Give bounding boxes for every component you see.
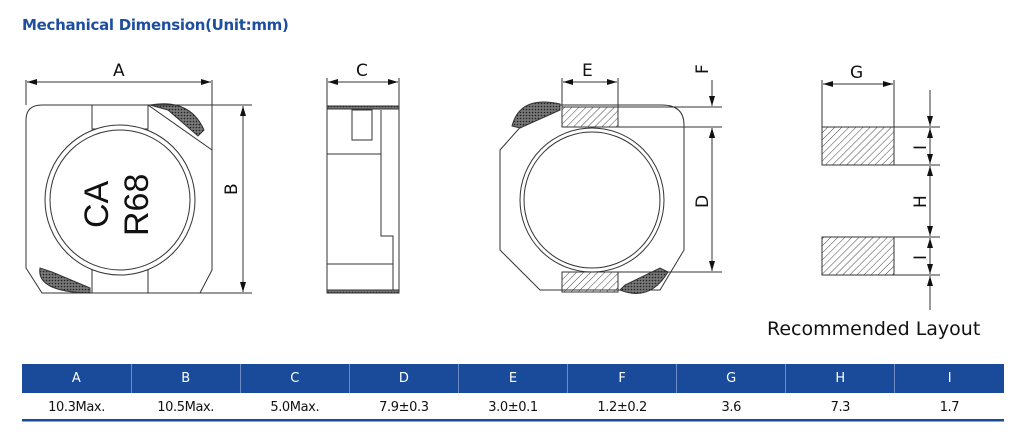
header-h: H <box>785 364 895 393</box>
value-i: 1.7 <box>939 400 960 415</box>
dim-label-a: A <box>113 61 125 81</box>
header-a: A <box>22 364 132 393</box>
header-e: E <box>457 364 568 393</box>
part-marking-line1: CA <box>78 180 116 228</box>
dim-label-f: F <box>693 64 713 74</box>
layout-caption: Recommended Layout <box>767 318 980 340</box>
value-e: 3.0±0.1 <box>488 400 538 415</box>
dim-label-c: C <box>356 61 368 81</box>
dim-label-e: E <box>582 61 593 81</box>
bottom-view <box>499 78 722 294</box>
dimension-table: A B C D E F G H I 10.3Max. 10.5Max. 5.0M… <box>22 364 1004 422</box>
dim-label-b: B <box>222 183 242 195</box>
dim-label-i-top: I <box>911 145 931 150</box>
side-view <box>326 78 400 294</box>
table-header-row: A B C D E F G H I <box>22 364 1004 393</box>
value-d: 7.9±0.3 <box>379 400 429 415</box>
header-g: G <box>676 364 786 393</box>
part-marking-line2: R68 <box>118 174 156 236</box>
dim-label-d: D <box>693 195 713 208</box>
top-view <box>25 79 252 294</box>
value-b: 10.5Max. <box>157 400 215 415</box>
header-c: C <box>239 364 350 393</box>
dim-label-i-bottom: I <box>911 255 931 260</box>
header-b: B <box>130 364 241 393</box>
value-h: 7.3 <box>830 400 851 415</box>
page-title: Mechanical Dimension(Unit:mm) <box>22 16 289 34</box>
value-c: 5.0Max. <box>270 400 320 415</box>
dim-label-g: G <box>850 63 863 83</box>
dim-label-h: H <box>911 195 931 208</box>
header-i: I <box>894 364 1004 393</box>
header-d: D <box>348 364 459 393</box>
value-g: 3.6 <box>721 400 741 415</box>
mechanical-drawing: A B CA R68 C E F D <box>25 61 980 340</box>
recommended-layout <box>821 80 940 310</box>
value-f: 1.2±0.2 <box>597 400 647 415</box>
table-row: 10.3Max. 10.5Max. 5.0Max. 7.9±0.3 3.0±0.… <box>22 393 1004 422</box>
value-a: 10.3Max. <box>48 400 105 415</box>
header-f: F <box>567 364 677 393</box>
table-bottom-rule <box>22 419 1004 422</box>
